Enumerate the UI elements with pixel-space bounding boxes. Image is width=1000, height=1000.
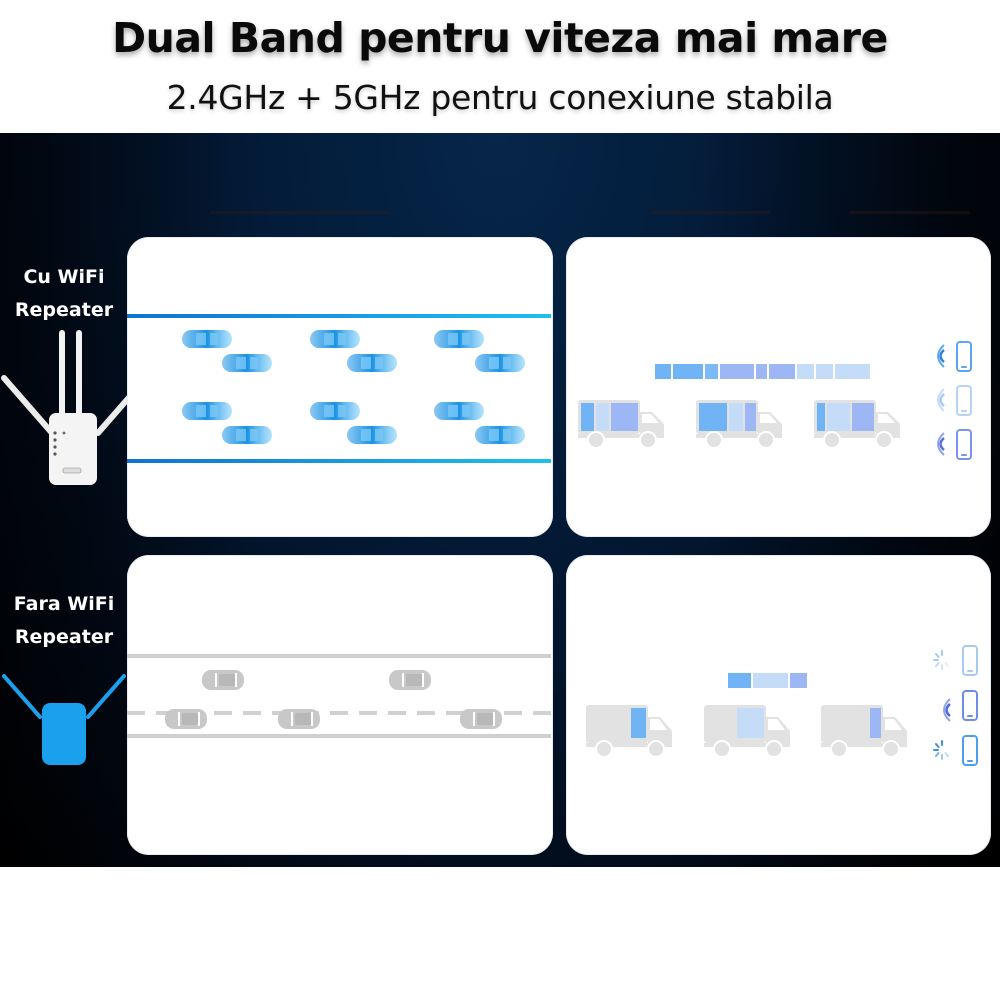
slow-data-panel xyxy=(566,555,991,855)
road-illustration xyxy=(127,654,551,738)
bottom-whitespace xyxy=(0,867,1000,1000)
wifi-signal-icon xyxy=(937,344,945,368)
phone-icon xyxy=(962,645,978,676)
white-repeater-device-icon xyxy=(1,330,149,485)
without-repeater-label: Fara WiFi Repeater xyxy=(0,588,128,654)
phone-icon xyxy=(956,341,972,372)
truck-icon xyxy=(578,400,664,449)
header: Dual Band pentru viteza mai mare 2.4GHz … xyxy=(0,0,1000,133)
phone-icon xyxy=(962,690,978,721)
truck-icon xyxy=(696,400,782,449)
phone-icon xyxy=(962,735,978,766)
loading-spinner-icon xyxy=(933,650,949,670)
label-line-2: Repeater xyxy=(14,299,114,321)
background-ghost-graphics xyxy=(130,173,980,223)
phone-icon xyxy=(956,385,972,416)
truck-icon xyxy=(704,705,790,758)
label-line-2: Repeater xyxy=(14,626,114,648)
truck-icon xyxy=(821,705,907,758)
truck-icon xyxy=(814,400,900,449)
truck-icon xyxy=(586,705,672,758)
blue-repeater-device-icon xyxy=(2,674,126,765)
fast-road-panel xyxy=(127,237,553,537)
wifi-signal-icon xyxy=(937,432,945,456)
comparison-stage: Cu WiFi Repeater Fara WiFi Repeater xyxy=(0,133,1000,867)
wifi-signal-icon xyxy=(943,698,951,722)
data-blocks-bar xyxy=(728,673,807,688)
phone-icon xyxy=(956,429,972,460)
page-subtitle: 2.4GHz + 5GHz pentru conexiune stabila xyxy=(166,78,834,117)
road-illustration xyxy=(127,314,551,463)
data-blocks-bar xyxy=(655,364,870,379)
loading-spinner-icon xyxy=(933,740,949,760)
fast-data-panel xyxy=(566,237,991,537)
wifi-signal-icon xyxy=(937,388,945,412)
label-line-1: Fara WiFi xyxy=(13,593,115,615)
slow-road-panel xyxy=(127,555,553,855)
with-repeater-label: Cu WiFi Repeater xyxy=(0,261,128,327)
label-line-1: Cu WiFi xyxy=(23,266,105,288)
page-title: Dual Band pentru viteza mai mare xyxy=(112,14,888,62)
